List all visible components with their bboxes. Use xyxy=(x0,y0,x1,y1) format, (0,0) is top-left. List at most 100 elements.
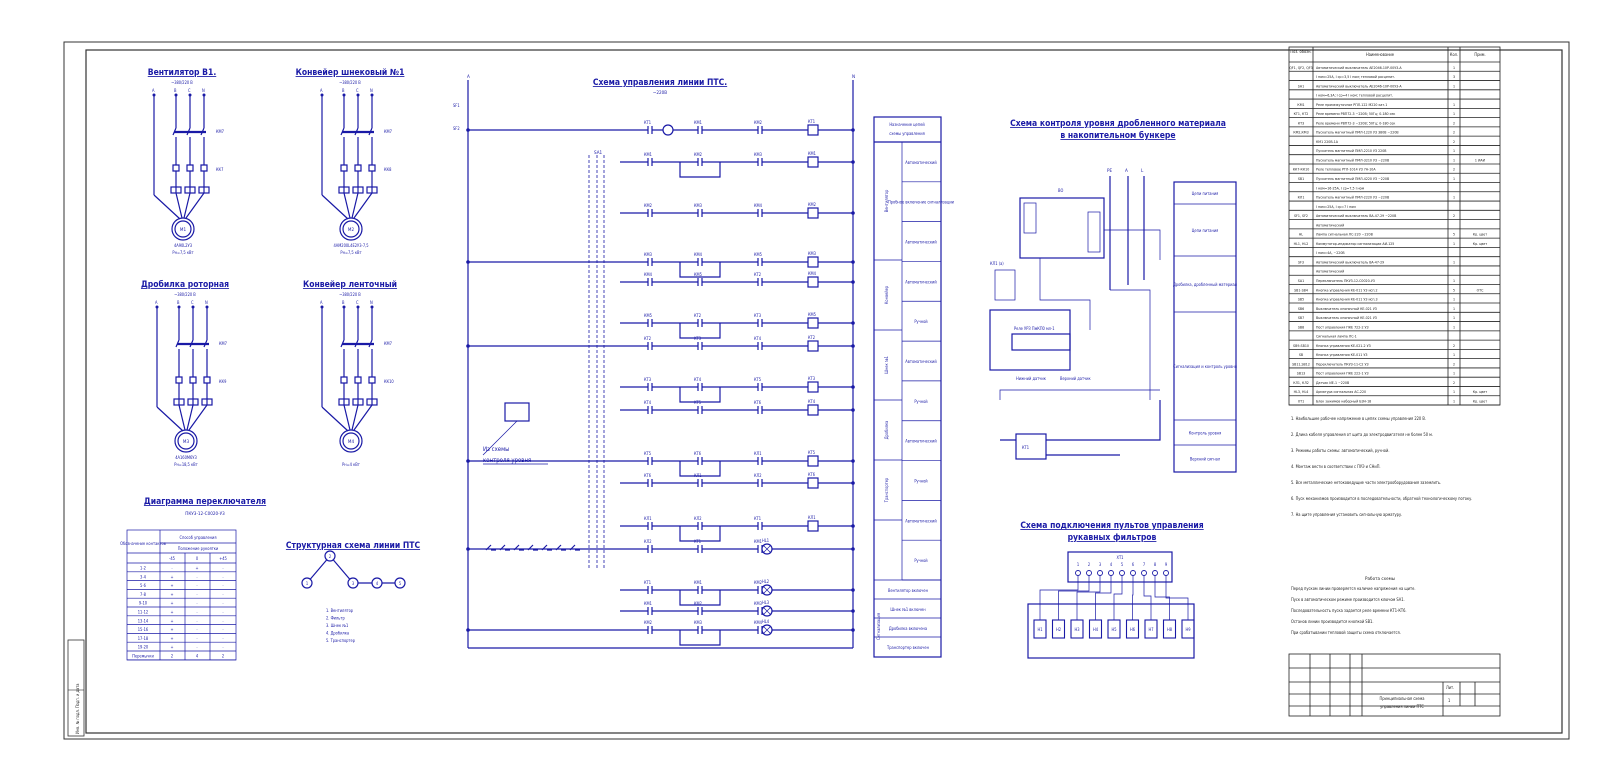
spec-name: Датчик ИЕ-1 ~220В xyxy=(1316,381,1349,385)
contact-gap xyxy=(644,607,656,615)
phase-label: В xyxy=(342,300,345,305)
contact-gap xyxy=(754,626,766,634)
spec-qty: 2 xyxy=(1453,121,1455,125)
motor-id: М2 xyxy=(348,227,355,233)
spec-qty: 5 xyxy=(1453,288,1455,292)
chain-contact xyxy=(485,544,496,551)
coil-label: КТ1 xyxy=(808,119,815,124)
spec-name: Кнопка управления КЕ-011 УЗ исп.3 xyxy=(1316,298,1378,302)
spec-name: I ном=16-25А, I ср=7,5 I ном xyxy=(1316,186,1365,190)
spec-note: Кр. цвет xyxy=(1473,242,1487,246)
spec-qty: 2 xyxy=(1453,344,1455,348)
side-table-header-2: схемы управления xyxy=(889,131,925,136)
contact xyxy=(644,479,656,487)
junction-dot xyxy=(851,547,855,551)
contact xyxy=(644,545,656,553)
motor-leads xyxy=(321,192,373,220)
spec-qty: 1 xyxy=(1453,177,1455,181)
struct-node xyxy=(371,577,383,589)
contact xyxy=(754,342,766,350)
spec-qty: 2 xyxy=(1453,362,1455,366)
spec-note: 1 ИАИ xyxy=(1475,158,1486,162)
contact-gap xyxy=(644,126,656,134)
spec-header-name: Наименование xyxy=(1366,52,1395,57)
contact xyxy=(754,209,766,217)
contact xyxy=(694,158,706,166)
side-group-label: Вентилятор xyxy=(884,189,889,212)
coil-label: КТ6 xyxy=(808,472,816,477)
contact-gap xyxy=(644,406,656,414)
title-block-name-1: Принципиальная схема xyxy=(1380,696,1425,701)
contact-gap xyxy=(754,383,766,391)
motor-id: М4 xyxy=(348,439,355,445)
contact-gap xyxy=(694,319,706,327)
left-stamp-label: Инв. № подл. Подп. и дата xyxy=(75,684,80,734)
side-row-label: Автоматический xyxy=(905,439,937,444)
spec-name: Пускатель магнитный ПМЛ-3210 УЗ ~220В xyxy=(1316,158,1389,162)
contact-gap xyxy=(754,319,766,327)
contact-label: КТ1 xyxy=(694,539,701,544)
chain-contact xyxy=(569,544,580,551)
contact xyxy=(644,258,656,266)
coil-label: КТ5 xyxy=(808,450,815,455)
relay-label: КК8 xyxy=(384,167,392,172)
contact-label: КМ2 xyxy=(644,620,652,625)
relay-coil xyxy=(807,276,819,288)
spec-name: Пост управления ПКЕ 722-2 УЗ xyxy=(1316,325,1369,329)
relay-label: КК9 xyxy=(219,379,227,384)
contact-label: КМ5 xyxy=(644,313,652,318)
relay-coil xyxy=(807,520,819,532)
switch-cell: - xyxy=(222,645,224,650)
terminal-number: 6 xyxy=(1132,562,1135,567)
junction-dot xyxy=(466,260,470,264)
junction-dot xyxy=(466,459,470,463)
phase-label: В xyxy=(177,300,180,305)
switch-diagram-subtitle: ПКУ3-12-С0020-У3 xyxy=(185,511,225,517)
contact xyxy=(694,479,706,487)
switch-cell: - xyxy=(196,583,198,588)
spec-qty: 1 xyxy=(1453,196,1455,200)
side-table: Назначение цепей схемы управления Автома… xyxy=(873,116,955,658)
spec-name: Пускатель магнитный ПМЛ-2220 УЗ ~220В xyxy=(1316,196,1389,200)
contact-label: КМ1 xyxy=(754,539,762,544)
phase-label: N xyxy=(370,300,373,305)
contact-gap xyxy=(754,479,766,487)
coil-label: КМ1 xyxy=(808,151,816,156)
note-line: 5. Все металлические нетоковедущие части… xyxy=(1291,480,1441,485)
contact-label: КМ2 xyxy=(694,152,702,157)
sf1-label: SF1 xyxy=(453,103,460,108)
phase-label: В xyxy=(342,88,345,93)
side-row-label: Вентилятор включен xyxy=(888,588,929,593)
contact xyxy=(644,457,656,465)
terminal xyxy=(1075,570,1081,576)
chain-contact xyxy=(527,544,538,551)
contact-label: КЛ2 xyxy=(754,473,762,478)
terminal xyxy=(1130,570,1136,576)
title-block: Принципиальная схема управления линии ПТ… xyxy=(1288,653,1501,717)
side-group-label: Шнек №1 xyxy=(884,356,889,374)
switch-cell: + xyxy=(170,601,173,606)
contact-label: КТ6 xyxy=(694,451,702,456)
switch-cell: - xyxy=(196,645,198,650)
contact xyxy=(694,319,706,327)
work-note-line: Останов линии производится кнопкой SB1. xyxy=(1291,619,1373,624)
spec-qty: 3 xyxy=(1453,75,1455,79)
relay-coil xyxy=(807,207,819,219)
contact-gap xyxy=(754,209,766,217)
switch-cell: + xyxy=(170,636,173,641)
coil-label: КМ2 xyxy=(808,202,816,207)
note-line: 2. Длина кабеля управления от щита до эл… xyxy=(1291,432,1433,437)
motor-phase-line xyxy=(354,95,362,193)
contact-label: КМ2 xyxy=(644,203,652,208)
contact xyxy=(754,383,766,391)
switch-cell: + xyxy=(195,566,198,571)
switch-diagram-title: Диаграмма переключателя xyxy=(144,497,266,507)
